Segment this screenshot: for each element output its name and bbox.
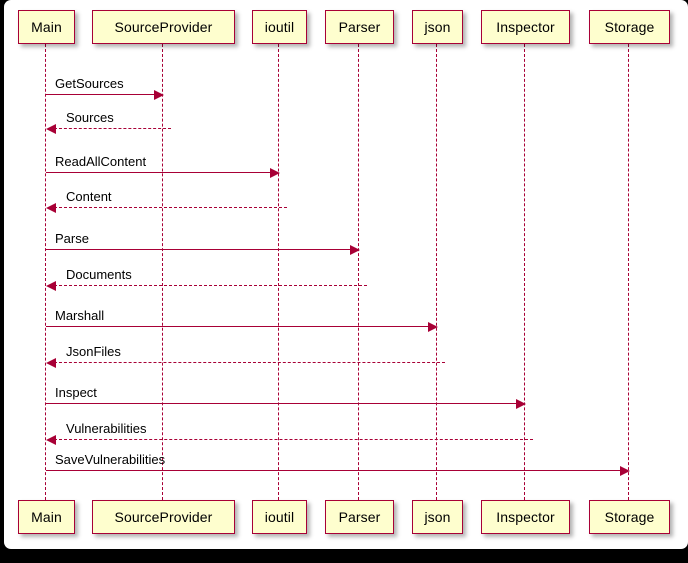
message-label-marshall: Marshall xyxy=(55,308,105,323)
lifeline-parser xyxy=(358,44,360,500)
message-label-vulnerabilities: Vulnerabilities xyxy=(66,421,147,436)
message-line-parse xyxy=(46,249,351,250)
participant-footer-inspector[interactable]: Inspector xyxy=(481,500,570,534)
message-label-content: Content xyxy=(66,189,112,204)
participant-footer-main[interactable]: Main xyxy=(18,500,75,534)
message-line-sources xyxy=(54,128,171,129)
arrowhead-vulnerabilities xyxy=(45,434,56,445)
message-label-getsources: GetSources xyxy=(55,76,124,91)
message-line-readallcontent xyxy=(46,172,271,173)
participant-header-inspector[interactable]: Inspector xyxy=(481,10,570,44)
message-line-marshall xyxy=(46,326,429,327)
lifeline-sourceprovider xyxy=(162,44,164,500)
participant-footer-sourceprovider[interactable]: SourceProvider xyxy=(92,500,235,534)
message-line-savevulnerabilities xyxy=(46,470,621,471)
lifeline-main xyxy=(45,44,47,500)
arrowhead-content xyxy=(45,202,56,213)
message-line-inspect xyxy=(46,403,517,404)
participant-header-sourceprovider[interactable]: SourceProvider xyxy=(92,10,235,44)
participant-header-json[interactable]: json xyxy=(412,10,463,44)
participant-footer-storage[interactable]: Storage xyxy=(589,500,670,534)
participant-footer-json[interactable]: json xyxy=(412,500,463,534)
message-label-jsonfiles: JsonFiles xyxy=(66,344,121,359)
arrowhead-documents xyxy=(45,280,56,291)
message-label-parse: Parse xyxy=(55,231,89,246)
message-line-jsonfiles xyxy=(54,362,445,363)
arrowhead-sources xyxy=(45,123,56,134)
arrowhead-savevulnerabilities xyxy=(620,465,630,476)
lifeline-json xyxy=(436,44,438,500)
message-label-readallcontent: ReadAllContent xyxy=(55,154,147,169)
lifeline-inspector xyxy=(524,44,526,500)
message-label-documents: Documents xyxy=(66,267,132,282)
message-line-vulnerabilities xyxy=(54,439,533,440)
arrowhead-inspect xyxy=(516,398,526,409)
message-label-sources: Sources xyxy=(66,110,114,125)
message-line-documents xyxy=(54,285,367,286)
participant-header-parser[interactable]: Parser xyxy=(325,10,394,44)
arrowhead-jsonfiles xyxy=(45,357,56,368)
message-line-getsources xyxy=(46,94,155,95)
lifeline-ioutil xyxy=(278,44,280,500)
lifeline-storage xyxy=(628,44,630,500)
message-label-inspect: Inspect xyxy=(55,385,97,400)
arrowhead-marshall xyxy=(428,321,438,332)
message-label-savevulnerabilities: SaveVulnerabilities xyxy=(55,452,166,467)
participant-header-storage[interactable]: Storage xyxy=(589,10,670,44)
arrowhead-parse xyxy=(350,244,360,255)
message-line-content xyxy=(54,207,287,208)
participant-header-ioutil[interactable]: ioutil xyxy=(252,10,307,44)
arrowhead-getsources xyxy=(154,89,164,100)
arrowhead-readallcontent xyxy=(270,167,280,178)
participant-footer-ioutil[interactable]: ioutil xyxy=(252,500,307,534)
participant-footer-parser[interactable]: Parser xyxy=(325,500,394,534)
participant-header-main[interactable]: Main xyxy=(18,10,75,44)
